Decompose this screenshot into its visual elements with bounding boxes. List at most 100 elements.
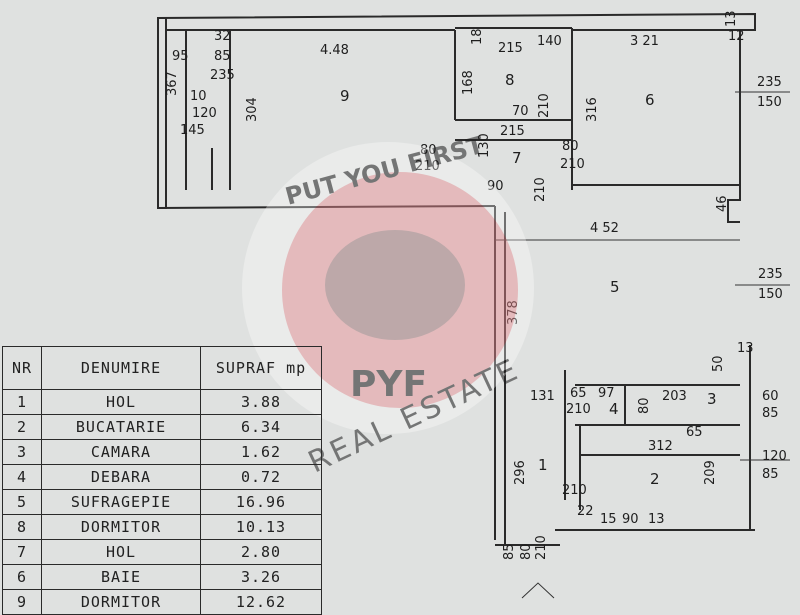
legend-cell-nr: 3 — [2, 439, 42, 465]
dimension-label: 304 — [245, 97, 260, 122]
dimension-label: 80 — [420, 143, 437, 158]
legend-cell-name: BUCATARIE — [41, 414, 201, 440]
dimension-label: 210 — [566, 402, 591, 417]
room-numbers: 9 8 7 6 5 4 3 2 1 — [340, 71, 717, 488]
legend-cell-area: 3.88 — [200, 389, 322, 415]
dimension-label: 90 — [487, 179, 504, 194]
legend-cell-area: 0.72 — [200, 464, 322, 490]
dimension-label: 140 — [537, 34, 562, 49]
dimension-label: 65 — [686, 425, 703, 440]
dimension-label: 378 — [506, 300, 521, 325]
dimension-label: 97 — [598, 386, 615, 401]
dimension-label: 18 — [470, 28, 485, 45]
legend-header-nr: NR — [2, 346, 42, 390]
dimension-label: 15 — [600, 512, 617, 527]
dimension-label: 150 — [758, 287, 783, 302]
legend-cell-nr: 9 — [2, 589, 42, 615]
dimension-label: 210 — [537, 93, 552, 118]
dimension-label: 80 — [519, 543, 534, 560]
dimension-label: 85 — [762, 467, 779, 482]
legend-cell-name: HOL — [41, 539, 201, 565]
north-arrow-icon — [521, 582, 555, 599]
dimension-label: 120 — [192, 106, 217, 121]
dimension-label: 210 — [560, 157, 585, 172]
dimension-label: 150 — [757, 95, 782, 110]
legend-cell-area: 12.62 — [200, 589, 322, 615]
room-number-1: 1 — [538, 456, 548, 474]
legend-cell-name: BAIE — [41, 564, 201, 590]
dimension-label: 32 — [214, 29, 231, 44]
legend-cell-nr: 8 — [2, 514, 42, 540]
room-number-3: 3 — [707, 390, 717, 408]
legend-cell-name: CAMARA — [41, 439, 201, 465]
dimension-label: 46 — [715, 195, 730, 212]
dimension-label: 210 — [534, 535, 549, 560]
room-number-5: 5 — [610, 278, 620, 296]
dimension-label: 215 — [498, 41, 523, 56]
dimension-label: 13 — [724, 10, 739, 27]
dimension-label: 210 — [562, 483, 587, 498]
dimension-label: 13 — [737, 341, 754, 356]
dimension-label: 367 — [165, 71, 180, 96]
floor-plan-sheet: 9 8 7 6 5 4 3 2 1 95 32 85 4.48 367 235 … — [2, 10, 790, 615]
dimension-label: 13 — [648, 512, 665, 527]
legend-cell-nr: 4 — [2, 464, 42, 490]
dimension-label: 80 — [562, 139, 579, 154]
dimension-label: 209 — [703, 460, 718, 485]
dimension-label: 316 — [585, 97, 600, 122]
dimension-label: 70 — [512, 104, 529, 119]
dimension-label: 235 — [210, 68, 235, 83]
legend-header-area: SUPRAF mp — [200, 346, 322, 390]
dimension-label: 65 — [570, 386, 587, 401]
legend-header-row: NR DENUMIRE SUPRAF mp — [2, 346, 322, 390]
dimension-label: 85 — [214, 49, 231, 64]
dimension-label: 10 — [190, 89, 207, 104]
dimension-label: 95 — [172, 49, 189, 64]
dimension-label: 85 — [762, 406, 779, 421]
legend-cell-area: 1.62 — [200, 439, 322, 465]
dimension-label: 4 52 — [590, 221, 619, 236]
legend-header-name: DENUMIRE — [41, 346, 201, 390]
legend-cell-name: DEBARA — [41, 464, 201, 490]
dimension-label: 215 — [500, 124, 525, 139]
legend-cell-nr: 2 — [2, 414, 42, 440]
dimension-labels: 95 32 85 4.48 367 235 10 120 145 304 18 … — [165, 10, 787, 560]
legend-cell-name: SUFRAGEPIE — [41, 489, 201, 515]
room-number-6: 6 — [645, 91, 655, 109]
dimension-label: 210 — [533, 177, 548, 202]
dimension-label: 80 — [637, 397, 652, 414]
room-number-2: 2 — [650, 470, 660, 488]
dimension-label: 131 — [530, 389, 555, 404]
room-number-8: 8 — [505, 71, 515, 89]
dimension-label: 235 — [757, 75, 782, 90]
dimension-label: 50 — [711, 355, 726, 372]
dimension-label: 168 — [461, 70, 476, 95]
dog-mascot-icon — [325, 230, 465, 340]
dimension-label: 22 — [577, 504, 594, 519]
dimension-label: 120 — [762, 449, 787, 464]
dimension-label: 130 — [477, 133, 492, 158]
legend-cell-area: 3.26 — [200, 564, 322, 590]
legend-cell-area: 10.13 — [200, 514, 322, 540]
dimension-label: 85 — [502, 543, 517, 560]
dimension-label: 145 — [180, 123, 205, 138]
legend-cell-name: DORMITOR — [41, 589, 201, 615]
legend-cell-nr: 1 — [2, 389, 42, 415]
room-number-4: 4 — [609, 400, 619, 418]
dimension-label: 4.48 — [320, 43, 349, 58]
dimension-label: 12 — [728, 29, 745, 44]
watermark-brand: PYF — [350, 364, 427, 405]
dimension-label: 203 — [662, 389, 687, 404]
legend-cell-area: 2.80 — [200, 539, 322, 565]
legend-cell-nr: 7 — [2, 539, 42, 565]
room-number-9: 9 — [340, 87, 350, 105]
dimension-label: 60 — [762, 389, 779, 404]
